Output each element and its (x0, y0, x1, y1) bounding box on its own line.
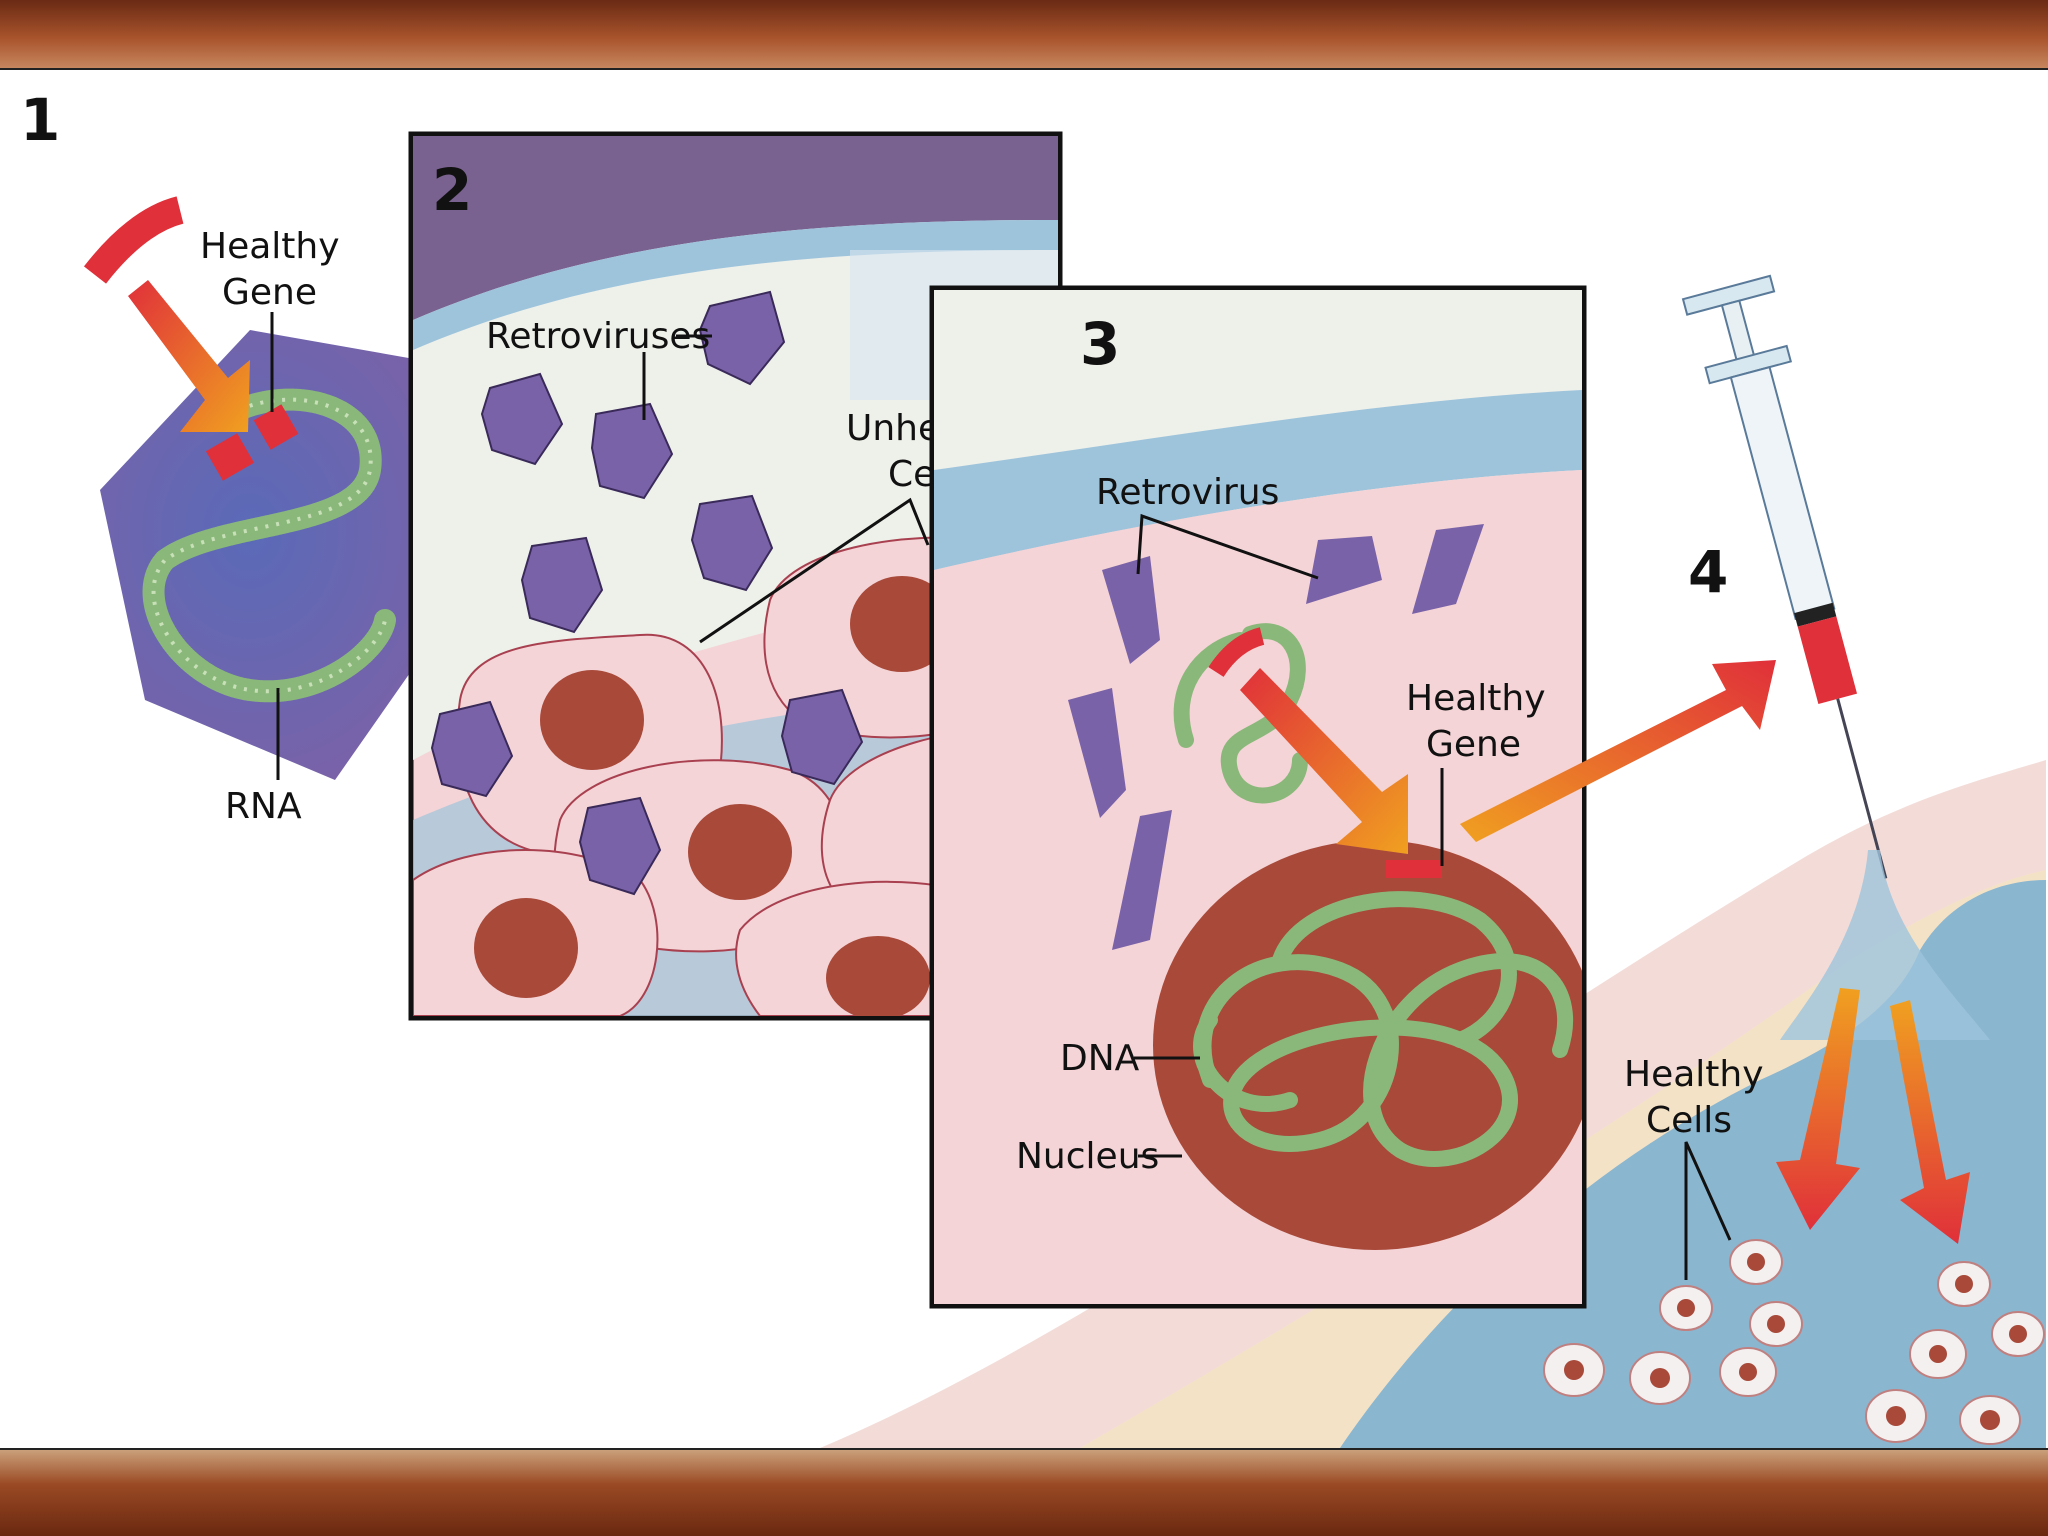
healthy-cell (1937, 1261, 1991, 1307)
retroviruses-label: Retroviruses (486, 316, 710, 357)
step-1-number: 1 (20, 86, 60, 154)
rna-strand-released (1220, 623, 1308, 804)
unhealthy-cell (413, 849, 659, 1016)
healthy-cell (1629, 1351, 1691, 1405)
rna-label: RNA (225, 786, 302, 827)
bottom-banner (0, 1450, 2048, 1536)
syringe (1681, 274, 1888, 879)
gene-on-rna (1208, 627, 1265, 678)
step3-gene-label-line2: Gene (1426, 724, 1521, 765)
step1-gene-label-line1: Healthy (200, 226, 340, 267)
nucleus-label: Nucleus (1016, 1136, 1159, 1177)
retrovirus-leader (1136, 513, 1319, 580)
healthy-cell (1909, 1329, 1967, 1379)
healthy-cell (1719, 1347, 1777, 1397)
gene-integration-arrow (1240, 668, 1408, 854)
healthy-cell (1749, 1301, 1803, 1347)
retrovirus-particle (480, 372, 564, 466)
transfer-arrow (1460, 660, 1776, 842)
step1-gene-label-line2: Gene (222, 272, 317, 313)
healthy-cells-label-line1: Healthy (1624, 1054, 1764, 1095)
retrovirus-shell-fragment (1068, 524, 1484, 950)
healthy-cells-leader (1684, 1141, 1732, 1280)
injection-arrow-left (1776, 988, 1860, 1230)
step-3-number: 3 (1080, 310, 1120, 378)
healthy-cell (1543, 1343, 1605, 1397)
healthy-cell (1865, 1389, 1927, 1443)
retrovirus-particle (590, 402, 674, 500)
free-gene-segment (83, 196, 184, 284)
rna-strand (142, 388, 396, 703)
healthy-cell (1991, 1311, 2045, 1357)
retrovirus-particle (780, 688, 864, 786)
rna-strand-released-2 (1173, 632, 1248, 748)
healthy-cell (1729, 1239, 1783, 1285)
retrovirus-particle (520, 536, 604, 634)
step-4-number: 4 (1688, 538, 1728, 606)
step-3-panel (929, 285, 1587, 1309)
retrovirus-particle (690, 494, 774, 592)
step-2-number: 2 (432, 156, 472, 224)
retrovirus-particle (698, 290, 786, 386)
healthy-cells-label-line2: Cells (1646, 1100, 1732, 1141)
nucleus (1153, 840, 1582, 1250)
injection-spread (1780, 850, 1990, 1040)
retrovirus-particle (430, 700, 514, 798)
injection-arrow-right (1890, 1000, 1970, 1244)
dna-label: DNA (1060, 1038, 1140, 1079)
retrovirus-particle (578, 796, 662, 896)
retrovirus-label: Retrovirus (1096, 472, 1279, 513)
healthy-cell (1959, 1395, 2021, 1445)
unhealthy-leader (699, 497, 930, 644)
step3-gene-label-line1: Healthy (1406, 678, 1546, 719)
healthy-gene-insert (205, 404, 299, 481)
healthy-cell (1659, 1285, 1713, 1331)
gene-insert-arrow (128, 280, 250, 432)
top-banner (0, 0, 2048, 70)
